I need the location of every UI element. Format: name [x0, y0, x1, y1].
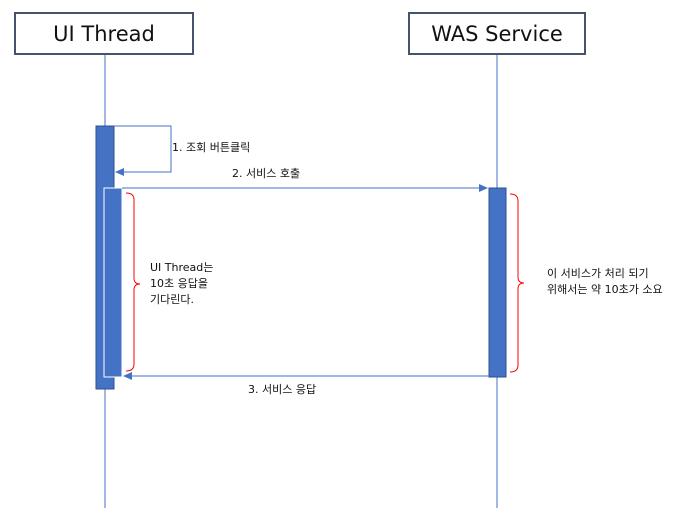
was-service-actor-label: WAS Service — [431, 21, 563, 46]
was-service-activation — [488, 187, 507, 378]
ui-thread-actor: UI Thread — [14, 12, 194, 55]
ui-thread-actor-label: UI Thread — [53, 21, 155, 46]
ui-wait-note: UI Thread는 10초 응답을 기다린다. — [150, 261, 214, 306]
was-duration-bracket — [509, 193, 525, 373]
self-call-arrow — [114, 125, 172, 176]
was-service-actor: WAS Service — [408, 12, 586, 55]
self-call-label: 1. 조회 버튼클릭 — [172, 141, 251, 154]
service-request-label: 2. 서비스 호출 — [232, 167, 301, 180]
service-response-label: 3. 서비스 응답 — [248, 383, 317, 396]
ui-wait-bracket — [125, 192, 141, 372]
was-duration-note: 이 서비스가 처리 되기 위해서는 약 10초가 소요 — [547, 267, 663, 296]
ui-thread-activation-inner — [103, 187, 123, 378]
